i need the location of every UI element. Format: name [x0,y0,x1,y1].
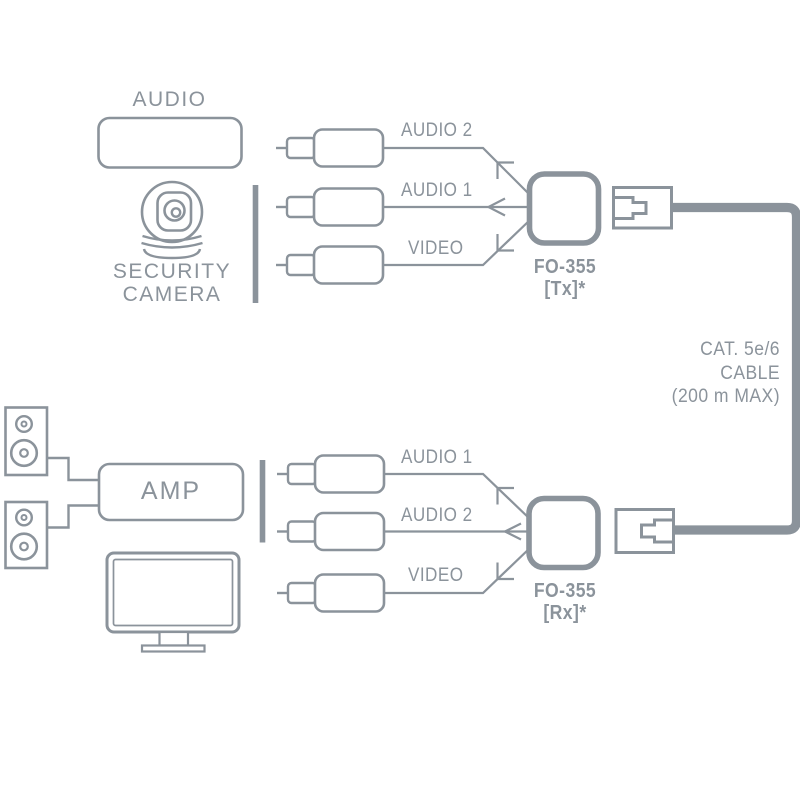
tx-audio2-line [383,146,532,197]
tx-audio2-label: AUDIO 2 [401,120,473,141]
tx-rca-video-connector [274,245,385,285]
tx-video-label: VIDEO [408,238,464,259]
security-camera-label-line2: CAMERA [122,282,222,306]
security-camera-icon [140,180,204,260]
rx-rca-video-connector [275,573,386,613]
rx-audio1-arrowhead [496,486,514,505]
tx-rca-audio1-connector [274,187,385,227]
rx-video-arrowhead [496,562,514,581]
speaker-icon-top [4,406,49,477]
rx-unit-label: FO-355 [Rx]* [531,580,600,624]
tx-audio1-arrowhead [486,197,506,217]
audio-device-box [97,116,243,169]
security-camera-label-line1: SECURITY [112,260,232,283]
cable-label: CAT. 5e/6 CABLE (200 m MAX) [618,338,780,409]
tx-unit-label: FO-355 [Tx]* [531,256,600,300]
tx-video-arrowhead [496,234,514,252]
tx-audio1-label: AUDIO 1 [401,180,473,201]
tx-unit-box [526,171,602,246]
rx-rca-audio1-connector [275,454,386,494]
rx-rj45-icon [614,508,675,554]
cable-type: CAT. 5e/6 [700,338,780,360]
security-camera-label: SECURITY CAMERA [94,260,250,306]
rx-audio2-label: AUDIO 2 [401,505,473,526]
rx-audio2-arrowhead [502,522,522,541]
tx-video-line [383,218,532,267]
amp-box [97,462,245,522]
tx-unit-mode: [Tx]* [544,278,586,300]
tx-rca-audio2-connector [274,128,385,168]
speaker-icon-bottom [4,500,49,570]
tv-icon [105,551,241,653]
rx-unit-box [526,495,601,571]
cat-cable [672,202,800,535]
rx-signal-lines [384,472,532,595]
tx-audio2-arrowhead [496,161,514,179]
tx-unit-model: FO-355 [533,256,597,278]
rx-video-line [384,546,532,595]
rx-video-label: VIDEO [408,565,464,586]
speaker-amp-wires [47,456,99,529]
cable-limit: (200 m MAX) [671,385,780,407]
rx-rca-audio2-connector [275,511,386,552]
amp-label: AMP [140,477,202,506]
tx-signal-lines [383,146,532,267]
rx-unit-model: FO-355 [533,580,597,602]
rx-audio1-label: AUDIO 1 [401,447,473,468]
rx-audio1-line [384,472,532,521]
rx-unit-mode: [Rx]* [543,602,587,624]
audio-device-label: AUDIO [132,88,207,111]
tx-rj45-icon [612,186,673,230]
cable-name: CABLE [720,361,780,384]
